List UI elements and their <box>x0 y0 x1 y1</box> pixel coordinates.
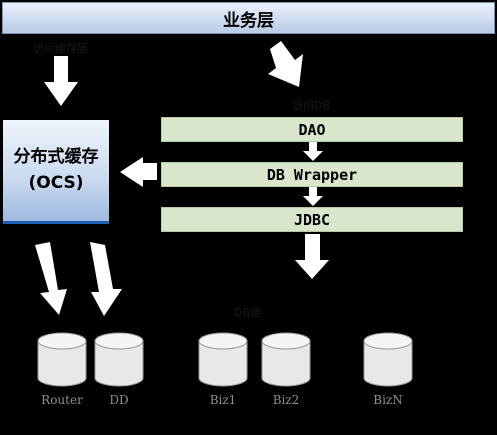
database-cylinder-router <box>37 332 87 387</box>
arrow-dao-to-wrapper <box>303 142 323 161</box>
arrow-to-cache <box>44 56 78 106</box>
db-wrapper-label: DB Wrapper <box>266 165 358 184</box>
cache-subtitle: (OCS) <box>28 172 84 193</box>
arrow-cache-to-router <box>35 242 67 315</box>
db-label-biz2: Biz2 <box>272 393 300 407</box>
db-access-label: 访问DB <box>292 99 331 112</box>
db-label-biz1: Biz1 <box>209 393 237 407</box>
jdbc-layer: JDBC <box>161 207 463 232</box>
db-label-router: Router <box>41 393 83 407</box>
db-layer-label: DB层 <box>234 306 262 319</box>
jdbc-label: JDBC <box>293 210 331 229</box>
business-layer-bar: 业务层 <box>2 2 495 34</box>
distributed-cache-box: 分布式缓存 (OCS) <box>3 120 109 224</box>
arrow-jdbc-down <box>295 234 329 279</box>
database-cylinder-bizn <box>363 332 413 387</box>
database-cylinder-biz2 <box>261 332 311 387</box>
business-layer-label: 业务层 <box>223 10 274 31</box>
cache-title: 分布式缓存 <box>13 147 99 167</box>
database-cylinder-dd <box>94 332 144 387</box>
dao-label: DAO <box>298 120 326 139</box>
arrow-wrapper-to-cache <box>120 157 157 187</box>
arrow-cache-to-dd <box>90 242 122 316</box>
db-wrapper-layer: DB Wrapper <box>161 162 463 187</box>
database-cylinder-biz1 <box>198 332 248 387</box>
arrow-to-dao <box>268 41 303 87</box>
dao-layer: DAO <box>161 117 463 142</box>
db-label-bizn: BizN <box>373 393 403 407</box>
cache-access-label: 访问缓存层 <box>33 42 88 55</box>
db-label-dd: DD <box>109 393 129 407</box>
arrow-wrapper-to-jdbc <box>303 187 323 206</box>
